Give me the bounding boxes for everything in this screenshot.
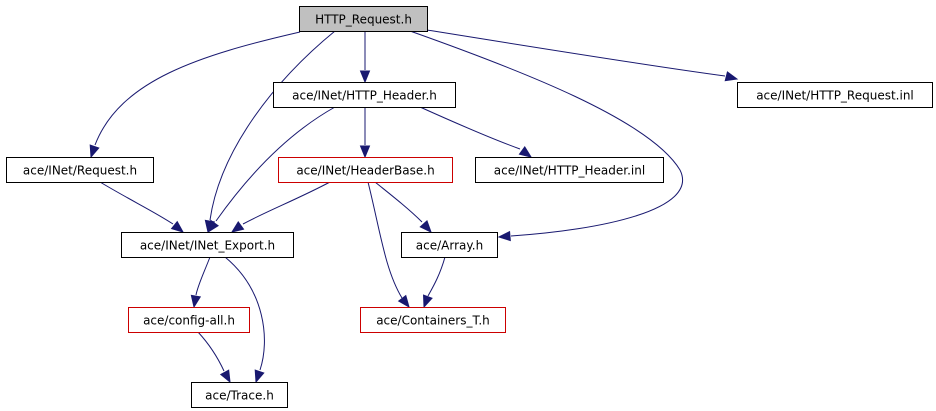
edge-headerbase_h-to-containers_t_h — [367, 181, 410, 309]
node-box — [299, 6, 428, 32]
edge-http_request_h-to-array_h — [409, 30, 683, 242]
edge-request_h-to-inet_export_h — [99, 181, 185, 233]
edge-arrowhead — [518, 145, 533, 158]
edge-headerbase_h-to-array_h — [374, 181, 432, 233]
edge-line — [197, 331, 225, 372]
edge-http_request_h-to-inet_export_h — [204, 30, 336, 234]
edge-line — [195, 256, 211, 296]
node-box — [737, 82, 933, 108]
node-label: HTTP_Request.h — [315, 13, 412, 27]
edge-line — [94, 31, 301, 146]
edge-arrowhead — [423, 294, 433, 309]
edge-line — [419, 106, 521, 150]
node-label: ace/Array.h — [416, 239, 483, 253]
edge-headerbase_h-to-inet_export_h — [230, 181, 331, 233]
edge-http_request_h-to-http_header_h — [359, 31, 371, 84]
edge-arrowhead — [89, 144, 100, 159]
node-box — [273, 82, 456, 108]
edge-arrowhead — [207, 219, 220, 234]
edges-layer — [89, 29, 739, 384]
edge-arrowhead — [170, 220, 185, 233]
node-label: ace/INet/HTTP_Header.inl — [494, 164, 645, 178]
node-http-request-inl[interactable]: ace/INet/HTTP_Request.inl — [737, 82, 933, 108]
node-box — [128, 307, 250, 333]
edge-http_request_h-to-request_h — [89, 31, 301, 159]
node-containers-t-h[interactable]: ace/Containers_T.h — [360, 307, 506, 333]
node-box — [360, 307, 506, 333]
edge-line — [224, 256, 265, 371]
edge-arrowhead — [190, 294, 202, 309]
node-label: ace/INet/HeaderBase.h — [296, 164, 434, 178]
edge-line — [427, 256, 446, 297]
edge-http_header_h-to-inet_export_h — [207, 106, 336, 234]
edge-line — [242, 181, 331, 225]
node-label: ace/INet/INet_Export.h — [140, 239, 275, 253]
edge-line — [215, 106, 336, 222]
node-label: ace/INet/HTTP_Header.h — [292, 89, 437, 103]
node-inet-export-h[interactable]: ace/INet/INet_Export.h — [121, 232, 294, 258]
edge-arrowhead — [359, 70, 371, 84]
edge-arrowhead — [230, 220, 245, 233]
edge-line — [409, 30, 683, 237]
edge-http_header_h-to-http_header_inl — [419, 106, 533, 158]
node-box — [278, 157, 453, 183]
node-request-h[interactable]: ace/INet/Request.h — [6, 157, 154, 183]
node-http-header-inl[interactable]: ace/INet/HTTP_Header.inl — [475, 157, 664, 183]
nodes-layer: HTTP_Request.h ace/INet/HTTP_Header.h ace/… — [6, 6, 933, 408]
node-http-request-h[interactable]: HTTP_Request.h — [299, 6, 428, 32]
node-box — [191, 382, 288, 408]
node-box — [401, 232, 498, 258]
node-box — [475, 157, 664, 183]
edge-line — [426, 29, 726, 77]
edge-config_all_h-to-trace_h — [197, 331, 231, 384]
edge-inet_export_h-to-config_all_h — [190, 256, 211, 309]
node-trace-h[interactable]: ace/Trace.h — [191, 382, 288, 408]
node-http-header-h[interactable]: ace/INet/HTTP_Header.h — [273, 82, 456, 108]
node-label: ace/INet/HTTP_Request.inl — [756, 89, 914, 103]
node-config-all-h[interactable]: ace/config-all.h — [128, 307, 250, 333]
edge-arrowhead — [359, 145, 371, 159]
edge-arrowhead — [397, 294, 410, 309]
node-label: ace/Containers_T.h — [376, 314, 490, 328]
node-headerbase-h[interactable]: ace/INet/HeaderBase.h — [278, 157, 453, 183]
edge-line — [374, 181, 423, 223]
edge-inet_export_h-to-trace_h — [224, 256, 265, 384]
edge-arrowhead — [724, 71, 739, 82]
node-label: ace/Trace.h — [205, 389, 274, 403]
node-box — [6, 157, 154, 183]
edge-arrowhead — [254, 369, 265, 384]
node-label: ace/INet/Request.h — [23, 164, 137, 178]
edge-line — [99, 181, 174, 225]
node-label: ace/config-all.h — [143, 314, 235, 328]
edge-http_request_h-to-http_request_inl — [426, 29, 739, 82]
edge-http_header_h-to-headerbase_h — [359, 107, 371, 159]
edge-arrowhead — [419, 219, 432, 233]
edge-arrowhead — [219, 369, 231, 384]
edge-array_h-to-containers_t_h — [423, 256, 446, 309]
node-box — [121, 232, 294, 258]
edge-line — [209, 30, 336, 221]
edge-arrowhead — [497, 230, 511, 242]
edge-line — [367, 181, 403, 299]
node-array-h[interactable]: ace/Array.h — [401, 232, 498, 258]
